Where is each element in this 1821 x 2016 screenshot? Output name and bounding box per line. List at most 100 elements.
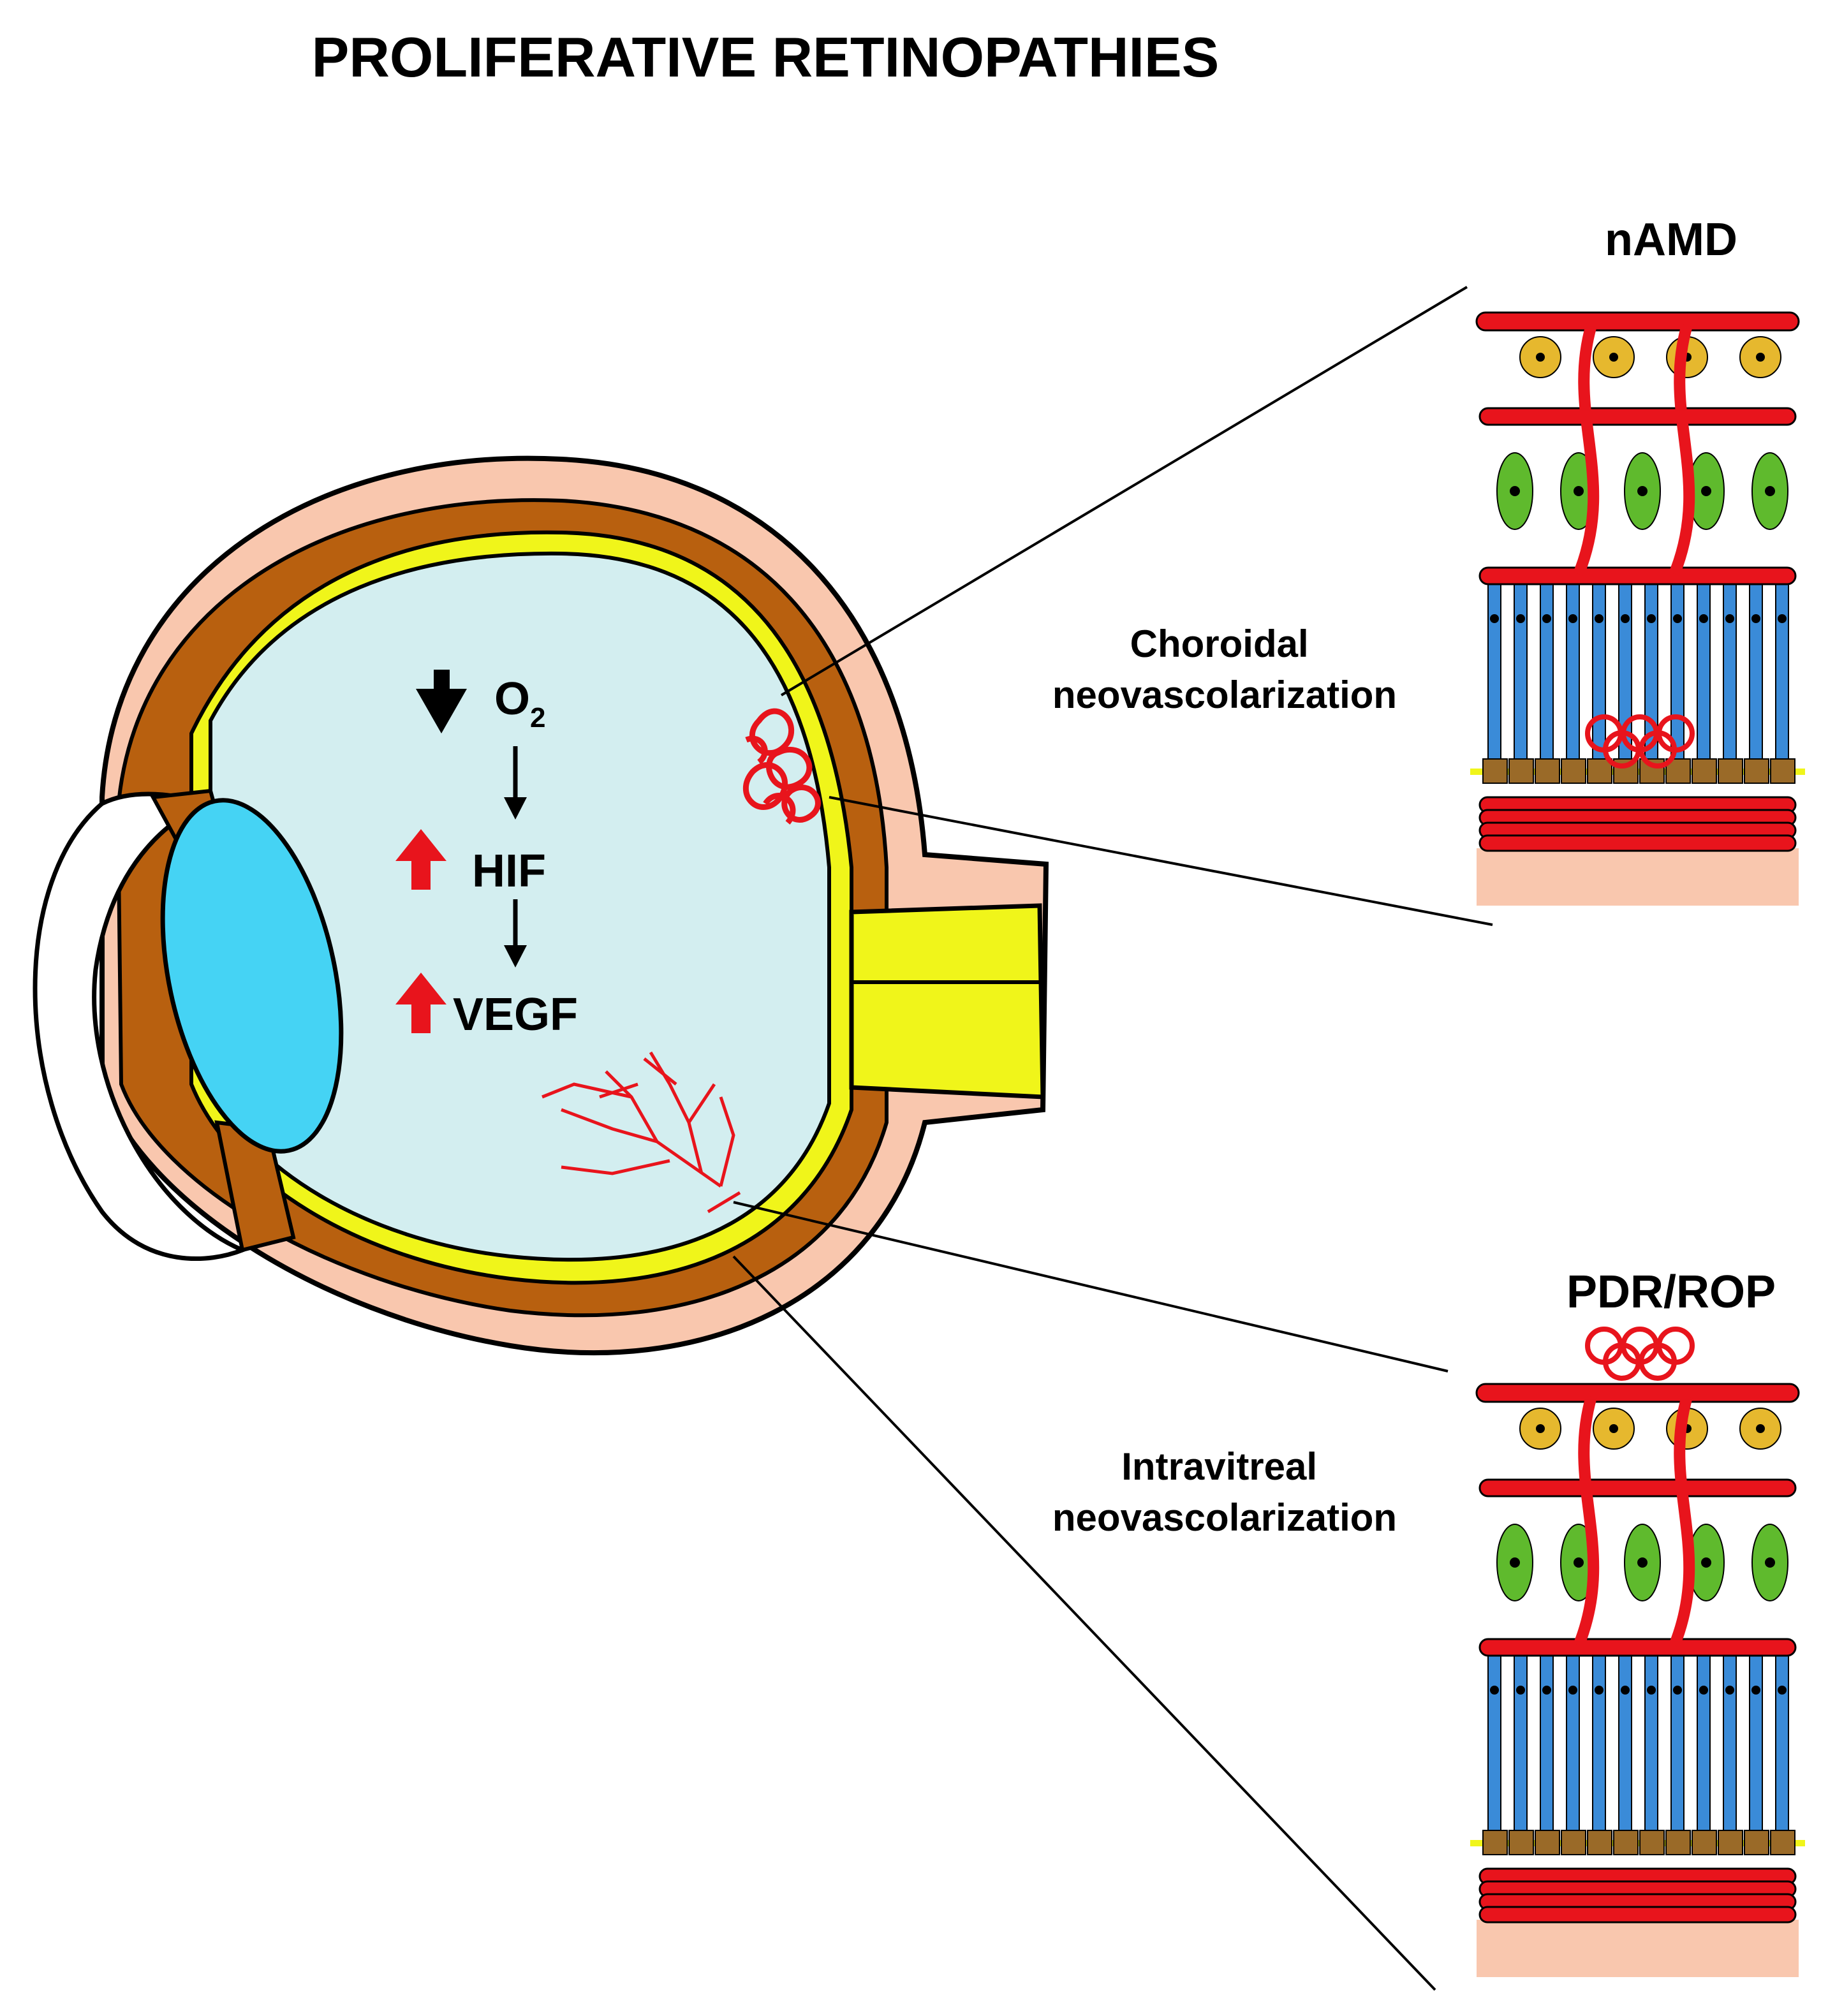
photoreceptor-nucleus bbox=[1725, 614, 1734, 623]
photoreceptor-cell bbox=[1514, 580, 1528, 760]
photoreceptor-nucleus bbox=[1568, 614, 1577, 623]
photoreceptor-cell bbox=[1644, 1651, 1658, 1831]
neovascular-tuft bbox=[1656, 714, 1695, 753]
photoreceptor-cell bbox=[1775, 1651, 1789, 1831]
intravitreal-vessels bbox=[542, 1051, 741, 1214]
red-up-arrow-icon bbox=[395, 973, 446, 1033]
photoreceptor-nucleus bbox=[1490, 1686, 1499, 1695]
photoreceptor-cell bbox=[1723, 1651, 1737, 1831]
photoreceptor-nucleus bbox=[1647, 614, 1656, 623]
photoreceptor-nucleus bbox=[1490, 614, 1499, 623]
bipolar-nucleus bbox=[1701, 1557, 1711, 1568]
choroidal-neovascular-tuft bbox=[742, 708, 821, 825]
photoreceptor-nucleus bbox=[1778, 614, 1787, 623]
rpe-cell bbox=[1508, 1830, 1534, 1855]
retinal-vessel-branch bbox=[1669, 1395, 1695, 1648]
photoreceptor-nucleus bbox=[1725, 1686, 1734, 1695]
rpe-cell bbox=[1692, 758, 1717, 784]
photoreceptor-cell bbox=[1592, 580, 1606, 760]
rpe-cell bbox=[1587, 1830, 1612, 1855]
retinal-vessel bbox=[1478, 566, 1797, 585]
rpe-cell bbox=[1535, 1830, 1560, 1855]
photoreceptor-cell bbox=[1566, 580, 1580, 760]
photoreceptor-nucleus bbox=[1516, 614, 1525, 623]
photoreceptor-cell bbox=[1487, 580, 1501, 760]
bipolar-nucleus bbox=[1510, 486, 1520, 496]
ganglion-nucleus bbox=[1609, 353, 1618, 362]
photoreceptor-cell bbox=[1540, 1651, 1554, 1831]
sclera-base bbox=[1477, 1920, 1799, 1977]
photoreceptor-cell bbox=[1749, 1651, 1763, 1831]
rpe-cell bbox=[1535, 758, 1560, 784]
photoreceptor-cell bbox=[1514, 1651, 1528, 1831]
photoreceptor-cell bbox=[1670, 1651, 1685, 1831]
photoreceptor-nucleus bbox=[1751, 614, 1760, 623]
bipolar-nucleus bbox=[1765, 486, 1775, 496]
photoreceptor-nucleus bbox=[1673, 614, 1682, 623]
retinal-vessel-branch bbox=[1573, 323, 1600, 577]
photoreceptor-nucleus bbox=[1621, 614, 1630, 623]
rpe-cell bbox=[1482, 1830, 1508, 1855]
hypoxia-cascade: O2 HIF VEGF bbox=[395, 670, 578, 1040]
photoreceptor-nucleus bbox=[1542, 1686, 1551, 1695]
photoreceptor-nucleus bbox=[1699, 614, 1708, 623]
bipolar-nucleus bbox=[1574, 1557, 1584, 1568]
rpe-cell bbox=[1692, 1830, 1717, 1855]
photoreceptor-cell bbox=[1749, 580, 1763, 760]
rpe-cell bbox=[1561, 758, 1586, 784]
down-arrow-icon bbox=[416, 670, 467, 733]
bipolar-nucleus bbox=[1637, 1557, 1648, 1568]
arrow-down-icon bbox=[504, 797, 527, 820]
photoreceptor-cell bbox=[1697, 1651, 1711, 1831]
choroidal-label: Choroidal neovascolarization bbox=[1052, 622, 1397, 716]
retinal-vessel-branch bbox=[1573, 1395, 1600, 1648]
bipolar-nucleus bbox=[1510, 1557, 1520, 1568]
o2-label: O2 bbox=[494, 673, 546, 733]
retina-panel-pdr-rop bbox=[1470, 1327, 1805, 1977]
rpe-cell bbox=[1561, 1830, 1586, 1855]
photoreceptor-nucleus bbox=[1751, 1686, 1760, 1695]
photoreceptor-nucleus bbox=[1673, 1686, 1682, 1695]
photoreceptor-nucleus bbox=[1516, 1686, 1525, 1695]
photoreceptor-nucleus bbox=[1595, 614, 1604, 623]
choroid-vessel bbox=[1478, 1906, 1797, 1924]
rpe-cell bbox=[1770, 758, 1795, 784]
intravitreal-label: Intravitreal neovascolarization bbox=[1052, 1445, 1397, 1539]
rpe-cell bbox=[1718, 758, 1743, 784]
retinal-vessel bbox=[1478, 1638, 1797, 1657]
rpe-cell bbox=[1665, 1830, 1691, 1855]
photoreceptor-nucleus bbox=[1568, 1686, 1577, 1695]
photoreceptor-cell bbox=[1723, 580, 1737, 760]
optic-nerve bbox=[849, 903, 1045, 1100]
connector-lines bbox=[732, 286, 1493, 1991]
panel-title-pdr-rop: PDR/ROP bbox=[1567, 1267, 1776, 1318]
eye-cross-section bbox=[33, 455, 1049, 1355]
rpe-cell bbox=[1744, 1830, 1769, 1855]
ganglion-nucleus bbox=[1536, 1424, 1545, 1433]
retina-panel-namd bbox=[1470, 311, 1805, 906]
retinal-vessel-branch bbox=[1669, 323, 1695, 577]
ganglion-nucleus bbox=[1756, 1424, 1765, 1433]
panel-title-namd: nAMD bbox=[1605, 214, 1737, 265]
bipolar-nucleus bbox=[1637, 486, 1648, 496]
retinal-vessel bbox=[1475, 311, 1800, 332]
photoreceptor-nucleus bbox=[1595, 1686, 1604, 1695]
neovascular-tuft bbox=[1656, 1327, 1695, 1365]
photoreceptor-nucleus bbox=[1699, 1686, 1708, 1695]
sclera-base bbox=[1477, 848, 1799, 906]
retinal-vessel bbox=[1478, 407, 1797, 426]
hif-label: HIF bbox=[472, 846, 546, 897]
rpe-cell bbox=[1718, 1830, 1743, 1855]
photoreceptor-nucleus bbox=[1647, 1686, 1656, 1695]
ganglion-nucleus bbox=[1609, 1424, 1618, 1433]
photoreceptor-cell bbox=[1670, 580, 1685, 760]
photoreceptor-cell bbox=[1487, 1651, 1501, 1831]
ganglion-nucleus bbox=[1536, 353, 1545, 362]
rpe-cell bbox=[1744, 758, 1769, 784]
rpe-cell bbox=[1770, 1830, 1795, 1855]
rpe-cell bbox=[1508, 758, 1534, 784]
rpe-cell bbox=[1613, 1830, 1639, 1855]
photoreceptor-cell bbox=[1775, 580, 1789, 760]
bipolar-nucleus bbox=[1765, 1557, 1775, 1568]
